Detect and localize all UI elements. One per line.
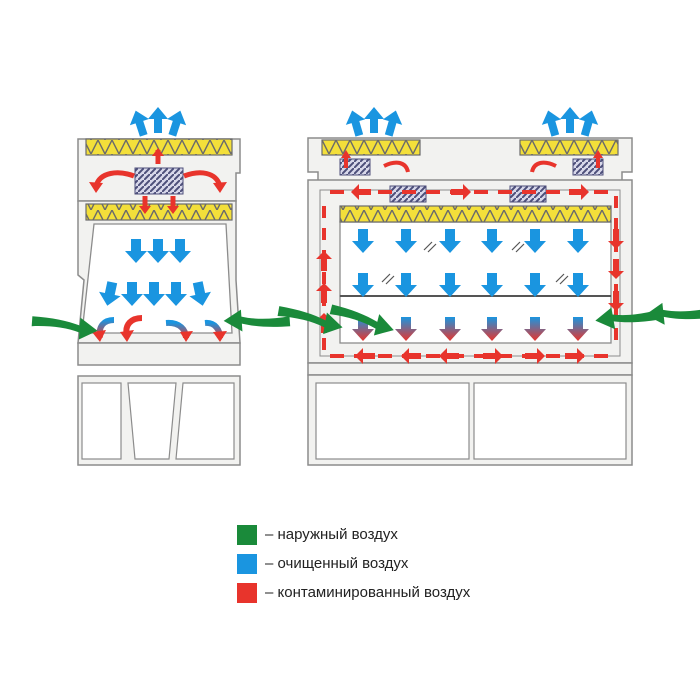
right-supply-hepa-filter (339, 205, 612, 223)
contaminated-air-swatch (237, 582, 257, 603)
right-glass-marks (381, 241, 569, 285)
legend-label: – контаминированный воздух (265, 584, 471, 601)
left-cabinet-sash (81, 223, 233, 334)
right-exhaust-arrows (342, 107, 602, 139)
outside-air-swatch (237, 524, 257, 545)
left-exhaust-arrows (126, 107, 190, 139)
left-supply-hepa-filter (85, 203, 233, 221)
clean-air-swatch (237, 553, 257, 574)
right-exhaust-hepa-filter-left (321, 139, 421, 156)
legend-label: – наружный воздух (265, 526, 398, 543)
right-fan-upper-right (572, 158, 604, 176)
legend-item-clean-air: – очищенный воздух (237, 549, 470, 578)
left-cabinet (30, 107, 291, 466)
left-intake-arrows (30, 306, 291, 342)
legend-item-outside-air: – наружный воздух (237, 520, 470, 549)
right-cabinet-window-lower (339, 295, 612, 344)
right-cabinet (275, 107, 700, 466)
left-fan (134, 167, 184, 195)
legend: – наружный воздух – очищенный воздух – к… (237, 520, 470, 607)
right-cabinet-work-surface (307, 362, 633, 376)
legend-item-contaminated-air: – контаминированный воздух (237, 578, 470, 607)
biosafety-cabinet-airflow-diagram (30, 107, 700, 466)
right-cabinet-window-upper (339, 221, 612, 297)
right-exhaust-hepa-filter-right (519, 139, 619, 156)
left-cabinet-work-surface (77, 342, 241, 366)
legend-label: – очищенный воздух (265, 555, 409, 572)
left-recirculation-arrows (89, 148, 227, 214)
